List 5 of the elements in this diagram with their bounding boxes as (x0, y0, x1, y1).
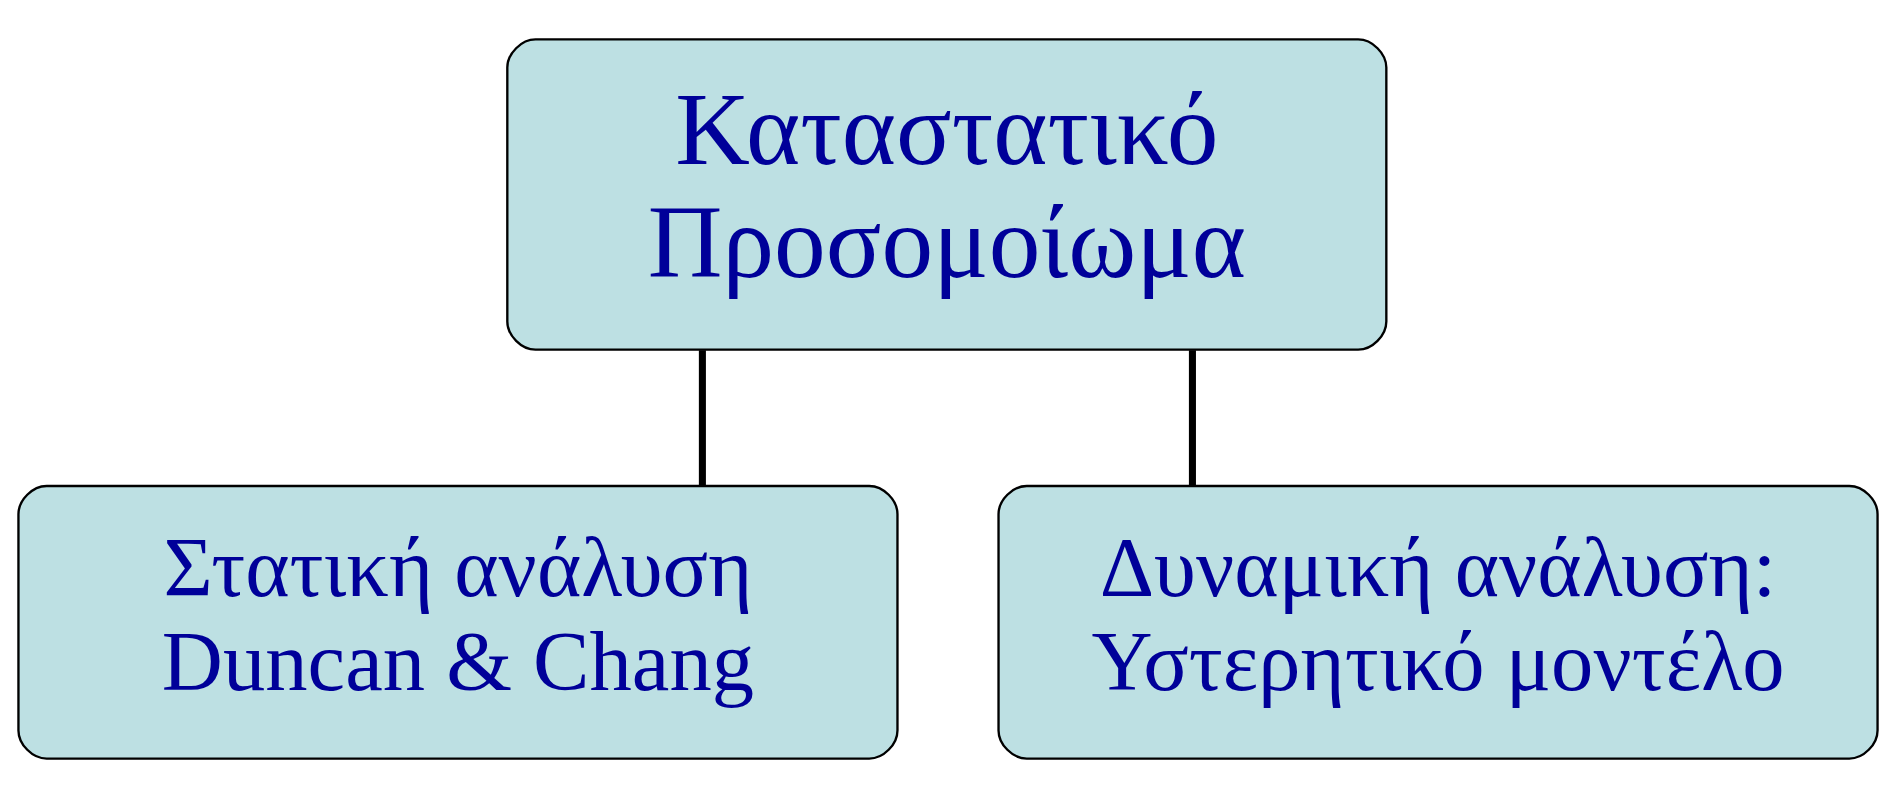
node-box: Στατική ανάλυση Duncan & Chang (17, 484, 899, 760)
connector (1188, 350, 1196, 486)
connector (698, 350, 706, 486)
node-box: Καταστατικό Προσομοίωμα (506, 38, 1388, 351)
node-box: Δυναμική ανάλυση: Υστερητικό μοντέλο (997, 484, 1879, 760)
